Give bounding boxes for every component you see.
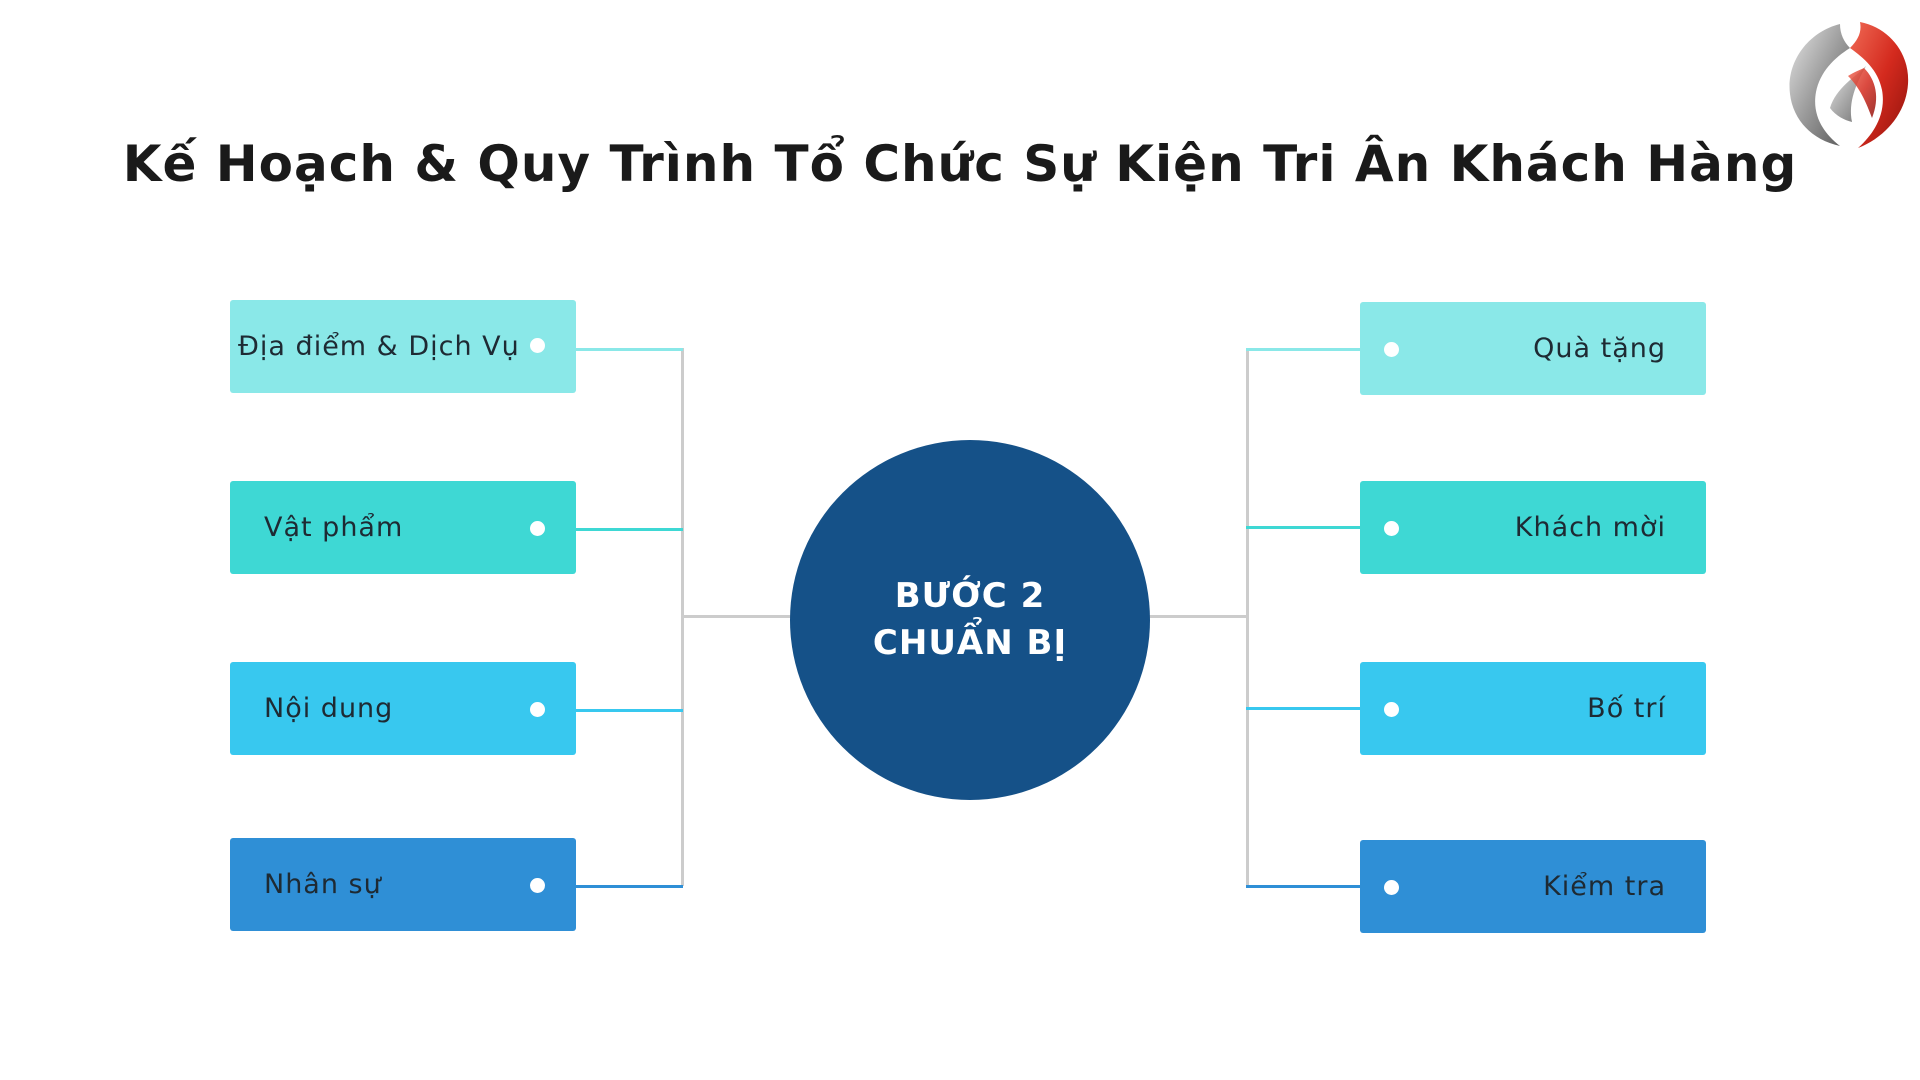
bullet-dot-icon <box>530 877 545 893</box>
left-connector-1 <box>576 348 683 351</box>
right-connector-2 <box>1246 526 1363 529</box>
right-box-1: Quà tặng <box>1360 302 1706 395</box>
box-label: Khách mời <box>1514 512 1666 543</box>
left-connector-center <box>681 615 793 618</box>
left-box-1: Địa điểm & Dịch Vụ <box>230 300 576 393</box>
bullet-dot-icon <box>530 337 545 353</box>
box-label: Kiểm tra <box>1543 871 1666 902</box>
bullet-dot-icon <box>530 520 545 536</box>
right-connector-3 <box>1246 707 1363 710</box>
box-label: Quà tặng <box>1533 333 1666 364</box>
center-step-title: CHUẨN BỊ <box>872 623 1068 663</box>
right-box-2: Khách mời <box>1360 481 1706 574</box>
bullet-dot-icon <box>1384 701 1399 717</box>
right-connector-center <box>1147 615 1249 618</box>
left-box-4: Nhân sự <box>230 838 576 931</box>
bullet-dot-icon <box>530 701 545 717</box>
center-step-circle: BƯỚC 2 CHUẨN BỊ <box>790 440 1150 800</box>
company-logo-icon <box>1789 22 1909 148</box>
box-label: Nội dung <box>264 693 394 724</box>
box-label: Địa điểm & Dịch Vụ <box>238 331 520 362</box>
left-box-2: Vật phẩm <box>230 481 576 574</box>
right-connector-1 <box>1246 348 1363 351</box>
left-connector-3 <box>576 709 683 712</box>
bullet-dot-icon <box>1384 520 1399 536</box>
right-box-3: Bố trí <box>1360 662 1706 755</box>
box-label: Vật phẩm <box>264 512 404 543</box>
bullet-dot-icon <box>1384 341 1399 357</box>
center-step-number: BƯỚC 2 <box>894 576 1046 616</box>
page-title: Kế Hoạch & Quy Trình Tổ Chức Sự Kiện Tri… <box>122 135 1798 193</box>
right-connector-4 <box>1246 885 1363 888</box>
left-connector-2 <box>576 528 683 531</box>
right-box-4: Kiểm tra <box>1360 840 1706 933</box>
left-box-3: Nội dung <box>230 662 576 755</box>
box-label: Bố trí <box>1587 693 1666 724</box>
box-label: Nhân sự <box>264 869 382 900</box>
bullet-dot-icon <box>1384 879 1399 895</box>
left-connector-4 <box>576 885 683 888</box>
